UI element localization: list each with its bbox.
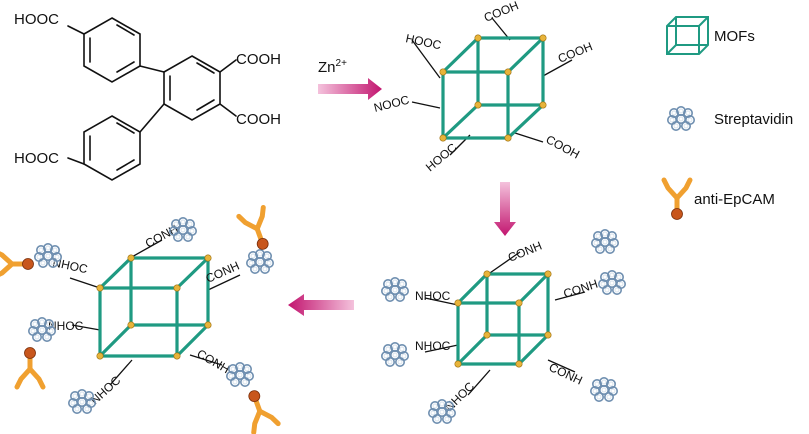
mof-cooh: HOOC COOH COOH NOOC COOH HOOC [372,0,594,174]
mof-cooh-label-1: HOOC [404,31,442,52]
arrow-down [494,182,516,236]
arrow-zn: Zn2+ [318,58,382,100]
mof-cooh-label-6: HOOC [423,140,460,174]
mof-cooh-label-5: COOH [544,132,582,161]
linker-group-hooc-bottom: HOOC [14,150,59,167]
arrow-left [288,294,354,316]
antibody-icon [240,387,278,433]
mof-strep-label-4: NHOC [415,339,451,353]
streptavidin-icon [589,376,619,403]
mof-antibody: CONH NHOC CONH NHOC CONH NHOC [0,207,278,432]
linker-group-cooh-top: COOH [236,51,281,68]
mof-strep-label-5: CONH [547,360,585,388]
streptavidin-icon [246,249,275,275]
antibody-icon [0,251,34,277]
linker-group-cooh-bottom: COOH [236,111,281,128]
streptavidin-icon [666,106,696,131]
streptavidin-icon [380,341,410,368]
linker-molecule: HOOC HOOC COOH COOH [14,11,281,181]
mof-streptavidin: CONH NHOC CONH NHOC CONH NHOC [380,229,627,425]
legend: MOFs Streptavidin anti-EpCAM [664,16,793,220]
mof-ab-label-5: CONH [195,346,233,376]
streptavidin-icon [226,361,254,388]
legend-label-mofs: MOFs [714,28,755,45]
linker-group-hooc-top: HOOC [14,11,59,28]
reagent-zn: Zn2+ [318,58,347,76]
legend-label-anti-epcam: anti-EpCAM [694,191,775,208]
mof-strep-label-6: NHOC [442,379,477,414]
cube-icon [666,16,709,55]
mof-cooh-label-2: COOH [482,0,521,25]
mof-ab-label-4: NHOC [48,319,84,333]
legend-label-streptavidin: Streptavidin [714,111,793,128]
antibody-icon [664,180,690,220]
mof-cooh-label-3: COOH [556,39,595,65]
mof-cooh-label-4: NOOC [372,93,411,115]
mof-strep-label-3: CONH [562,277,600,301]
streptavidin-icon [590,229,620,254]
streptavidin-icon [597,269,627,296]
mof-strep-label-2: NHOC [415,289,451,303]
streptavidin-icon [380,276,410,303]
mof-strep-label-1: CONH [506,239,544,265]
antibody-icon [239,207,277,253]
antibody-icon [17,348,43,388]
